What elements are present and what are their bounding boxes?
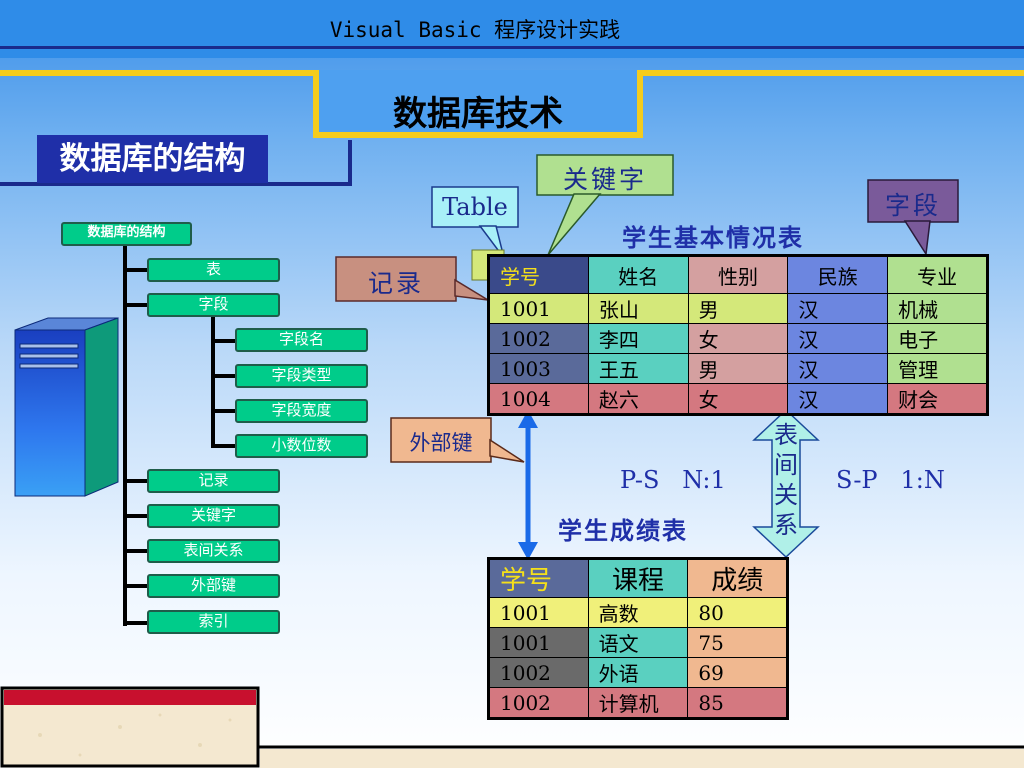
callout-record: 记录 (367, 269, 424, 298)
table-row: 1003 王五 男 汉 管理 (488, 353, 988, 384)
tree-node-index: 索引 (147, 610, 280, 634)
tree-sub-trunk (211, 316, 215, 448)
slide-title-box (313, 70, 643, 138)
tree-node-foreign-key: 外部键 (147, 574, 280, 598)
student-scores-table: 学号 课程 成绩 1001 高数 80 1001 语文 75 1002 外语 6… (487, 557, 789, 720)
table-cell: 1001 (488, 627, 589, 658)
table-cell: 财会 (887, 383, 988, 415)
table-cell: 男 (687, 293, 789, 324)
course-title: Visual Basic 程序设计实践 (329, 18, 621, 42)
student-info-title: 学生基本情况表 (622, 223, 804, 252)
tree-node-key: 关键字 (147, 504, 280, 528)
student-scores-title: 学生成绩表 (558, 516, 688, 545)
table-cell: 汉 (787, 353, 889, 384)
tree-branch (123, 479, 149, 483)
tree-node-relation: 表间关系 (147, 539, 280, 563)
tree-branch (211, 409, 237, 413)
tree-branch (123, 268, 149, 272)
callout-key: 关键字 (562, 165, 647, 194)
tree-branch (211, 374, 237, 378)
tree-root-node: 数据库的结构 (61, 222, 192, 246)
tree-node-table: 表 (147, 258, 280, 282)
table-cell: 男 (687, 353, 789, 384)
section-label: 数据库的结构 (37, 135, 268, 183)
table-header-row: 学号 课程 成绩 (488, 558, 788, 598)
table-cell: 69 (687, 657, 788, 688)
col-header: 学号 (488, 558, 589, 598)
table-cell: 汉 (787, 293, 889, 324)
col-header: 专业 (887, 255, 988, 294)
table-row: 1002 计算机 85 (488, 687, 788, 719)
table-cell: 1001 (488, 597, 589, 628)
callout-relation: 表间关系 (774, 421, 798, 539)
table-header-row: 学号 姓名 性别 民族 专业 (488, 255, 988, 294)
table-cell: 1002 (488, 687, 589, 719)
table-cell: 李四 (587, 323, 689, 354)
table-cell: 外语 (587, 657, 689, 688)
table-cell: 电子 (887, 323, 988, 354)
table-cell: 张山 (587, 293, 689, 324)
relation-sp: S-P 1:N (836, 466, 945, 494)
tree-branch (211, 444, 237, 448)
col-header: 学号 (488, 255, 589, 294)
tree-branch (123, 584, 149, 588)
tree-node-field-width: 字段宽度 (235, 399, 368, 423)
table-cell: 女 (687, 323, 789, 354)
table-row: 1001 张山 男 汉 机械 (488, 293, 988, 324)
tree-node-decimals: 小数位数 (235, 434, 368, 458)
student-info-table: 学号 姓名 性别 民族 专业 1001 张山 男 汉 机械 1002 李四 女 … (487, 254, 989, 416)
table-cell: 王五 (587, 353, 689, 384)
table-row: 1004 赵六 女 汉 财会 (488, 383, 988, 415)
tree-trunk (123, 246, 127, 626)
section-underline (0, 182, 350, 186)
tree-branch (123, 514, 149, 518)
table-row: 1001 高数 80 (488, 597, 788, 628)
relation-ps: P-S N:1 (620, 466, 726, 494)
table-cell: 语文 (587, 627, 689, 658)
slide-title: 数据库技术 (393, 94, 563, 134)
tree-branch (123, 549, 149, 553)
server-tower-icon (14, 317, 119, 497)
callout-table: Table (442, 193, 508, 221)
table-row: 1001 语文 75 (488, 627, 788, 658)
col-header: 成绩 (687, 558, 788, 598)
col-header: 性别 (687, 255, 789, 294)
table-cell: 女 (687, 383, 789, 415)
header-divider (0, 46, 1024, 49)
table-cell: 75 (687, 627, 788, 658)
table-cell: 1003 (488, 353, 589, 384)
table-cell: 计算机 (587, 687, 689, 719)
table-cell: 85 (687, 687, 788, 719)
table-cell: 汉 (787, 323, 889, 354)
callout-foreign-key: 外部键 (409, 431, 473, 455)
table-row: 1002 李四 女 汉 电子 (488, 323, 988, 354)
table-cell: 机械 (887, 293, 988, 324)
table-cell: 80 (687, 597, 788, 628)
col-header: 民族 (787, 255, 889, 294)
table-cell: 1001 (488, 293, 589, 324)
table-cell: 1002 (488, 323, 589, 354)
tree-node-field: 字段 (147, 293, 280, 317)
tree-node-field-type: 字段类型 (235, 364, 368, 388)
callout-field: 字段 (884, 191, 941, 220)
table-cell: 汉 (787, 383, 889, 415)
tree-branch (123, 303, 149, 307)
table-cell: 赵六 (587, 383, 689, 415)
tree-branch (211, 339, 237, 343)
tree-node-field-name: 字段名 (235, 328, 368, 352)
table-cell: 1004 (488, 383, 589, 415)
table-cell: 1002 (488, 657, 589, 688)
table-cell: 管理 (887, 353, 988, 384)
col-header: 课程 (587, 558, 689, 598)
tree-node-record: 记录 (147, 469, 280, 493)
table-cell: 高数 (587, 597, 689, 628)
notebook-decoration (0, 686, 1024, 768)
table-row: 1002 外语 69 (488, 657, 788, 688)
section-rule (348, 140, 352, 186)
col-header: 姓名 (587, 255, 689, 294)
tree-branch (123, 621, 149, 625)
